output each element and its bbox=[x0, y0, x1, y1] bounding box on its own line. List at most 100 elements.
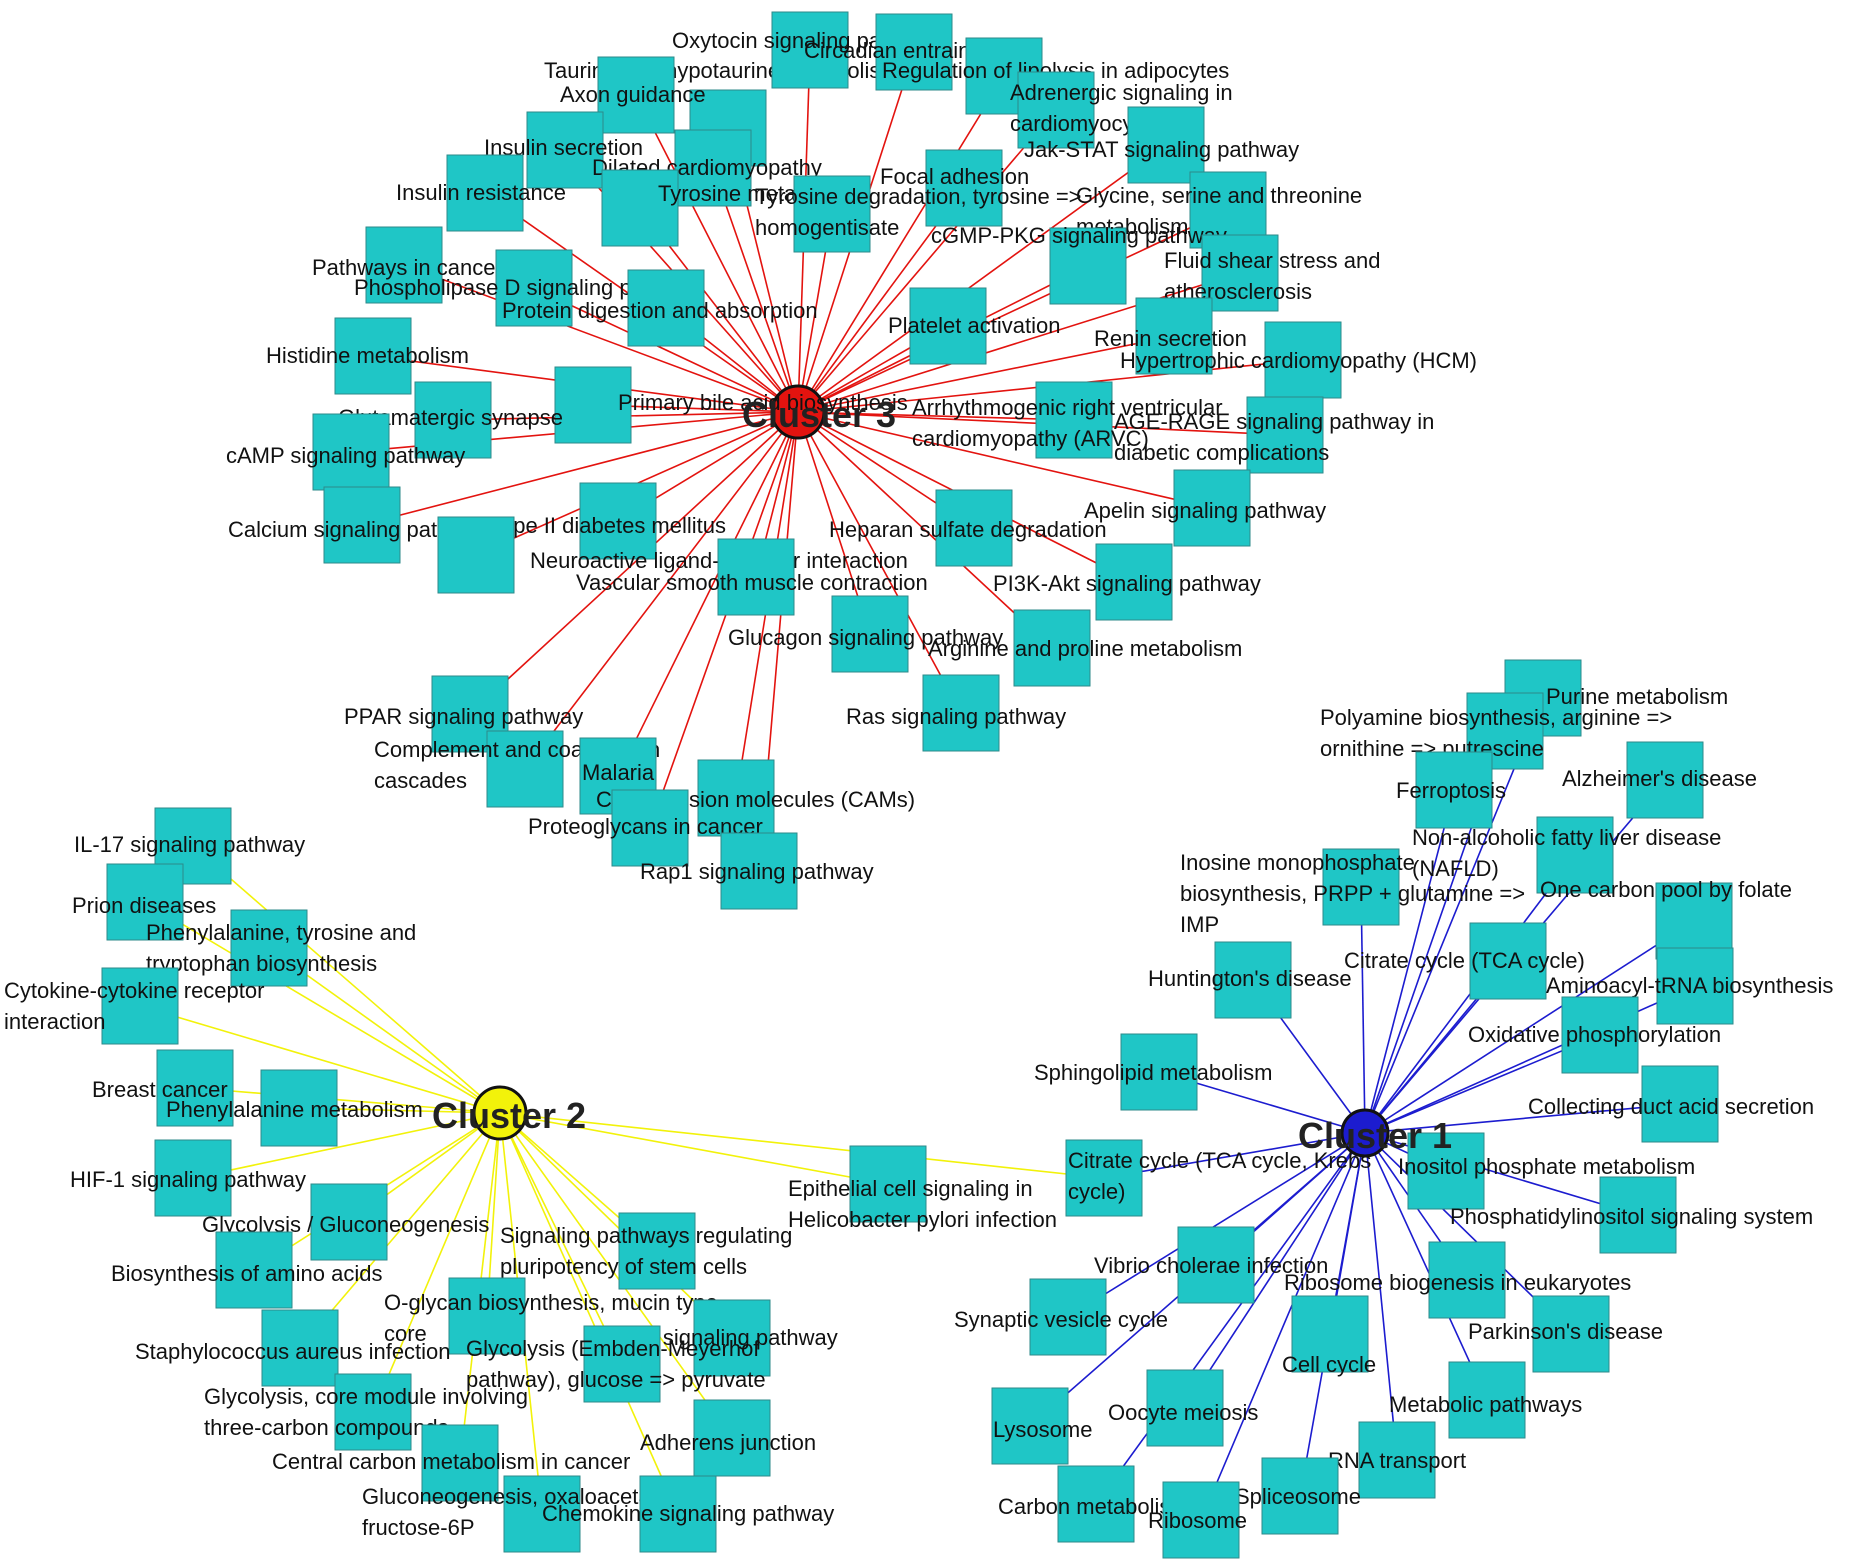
pathway-node[interactable]: Staphylococcus aureus infection bbox=[135, 1309, 451, 1387]
node-box bbox=[1641, 1065, 1719, 1143]
pathway-node[interactable]: Ferroptosis bbox=[1396, 751, 1506, 829]
node-label-line: Parkinson's disease bbox=[1468, 1319, 1663, 1344]
pathway-node[interactable]: Chemokine signaling pathway bbox=[542, 1475, 834, 1553]
pathway-node[interactable]: PPAR signaling pathway bbox=[344, 675, 583, 753]
pathway-node[interactable]: Type II diabetes mellitus bbox=[490, 482, 726, 560]
node-box bbox=[1135, 297, 1213, 375]
pathway-node[interactable]: Aminoacyl-tRNA biosynthesis bbox=[1546, 947, 1833, 1025]
pathway-node[interactable]: Metabolic pathways bbox=[1389, 1361, 1582, 1439]
pathway-node[interactable]: HIF-1 signaling pathway bbox=[70, 1139, 306, 1217]
edge-c1 bbox=[1364, 1132, 1488, 1401]
node-label-line: Spliceosome bbox=[1235, 1484, 1361, 1509]
pathway-node[interactable]: cGMP-PKG signaling pathway bbox=[931, 223, 1227, 305]
pathway-node[interactable]: Polyamine biosynthesis, arginine =>ornit… bbox=[1320, 692, 1672, 770]
pathway-node[interactable]: Prion diseases bbox=[72, 863, 216, 941]
pathway-node[interactable]: cAMP signaling pathway bbox=[226, 413, 465, 491]
pathway-node[interactable]: Breast cancer bbox=[92, 1049, 234, 1127]
pathway-node[interactable]: Vibrio cholerae infection bbox=[1094, 1226, 1328, 1304]
pathway-node[interactable]: Arginine and proline metabolism bbox=[928, 609, 1242, 687]
pathway-node[interactable]: Rap1 signaling pathway bbox=[640, 832, 874, 910]
pathway-node[interactable]: Oxidative phosphorylation bbox=[1468, 996, 1721, 1074]
edge-c3 bbox=[361, 411, 799, 526]
pathway-node[interactable]: Histidine metabolism bbox=[266, 317, 469, 395]
pathway-node[interactable]: Citrate cycle (TCA cycle) bbox=[1344, 922, 1585, 1000]
pathway-node[interactable]: Sphingolipid metabolism bbox=[1034, 1033, 1272, 1111]
pathway-node[interactable]: Huntington's disease bbox=[1148, 941, 1352, 1019]
pathway-node[interactable]: Jak-STAT signaling pathway bbox=[1024, 106, 1299, 184]
pathway-node[interactable]: Inositol phosphate metabolism bbox=[1398, 1132, 1695, 1210]
node-label: Hypertrophic cardiomyopathy (HCM) bbox=[1120, 348, 1477, 373]
pathway-node[interactable]: Spliceosome bbox=[1235, 1457, 1361, 1535]
edge-c2 bbox=[192, 845, 501, 1114]
pathway-node[interactable]: Phosphatidylinositol signaling system bbox=[1450, 1176, 1813, 1254]
pathway-node[interactable]: Ribosome biogenesis in eukaryotes bbox=[1284, 1241, 1631, 1319]
pathway-node[interactable]: Alzheimer's disease bbox=[1562, 741, 1757, 819]
pathway-node[interactable]: Platelet activation bbox=[888, 287, 1060, 365]
pathway-node[interactable]: PI3K-Akt signaling pathway bbox=[993, 543, 1261, 621]
pathway-node[interactable]: RNA transport bbox=[1328, 1421, 1466, 1499]
pathway-node[interactable]: Ribosome bbox=[1148, 1481, 1247, 1559]
node-label: Huntington's disease bbox=[1148, 966, 1352, 991]
pathway-node[interactable]: Vascular smooth muscle contraction bbox=[576, 538, 928, 616]
cluster-hub-c2[interactable] bbox=[472, 1085, 528, 1141]
node-label-line: interaction bbox=[4, 1009, 106, 1034]
node-box bbox=[261, 1309, 339, 1387]
node-box bbox=[1246, 396, 1324, 474]
pathway-node[interactable]: Renin secretion bbox=[1094, 297, 1247, 375]
edge-c2 bbox=[194, 1087, 501, 1114]
pathway-node[interactable]: Heparan sulfate degradation bbox=[829, 489, 1107, 567]
cluster-label: Cluster 2 bbox=[432, 1095, 586, 1136]
node-label: Phenylalanine metabolism bbox=[166, 1097, 423, 1122]
node-label: Biosynthesis of amino acids bbox=[111, 1261, 382, 1286]
node-label: IL-17 signaling pathway bbox=[74, 832, 305, 857]
pathway-node[interactable]: Pathways in cancer bbox=[312, 226, 503, 304]
pathway-node[interactable]: Gluconeogenesis, oxaloacetate =>fructose… bbox=[362, 1475, 701, 1553]
pathway-node[interactable]: Axon guidance bbox=[560, 56, 706, 134]
node-box bbox=[437, 516, 515, 594]
cluster-hub-c1[interactable] bbox=[1340, 1108, 1390, 1158]
node-box bbox=[215, 1231, 293, 1309]
pathway-node[interactable]: Ras signaling pathway bbox=[846, 674, 1066, 752]
pathway-node[interactable]: Tyrosine degradation, tyrosine =>homogen… bbox=[755, 175, 1082, 253]
node-label-line: Focal adhesion bbox=[880, 164, 1029, 189]
pathway-node[interactable]: Adherens junction bbox=[640, 1399, 816, 1477]
pathway-node[interactable]: Insulin resistance bbox=[396, 154, 566, 232]
pathway-node[interactable]: Parkinson's disease bbox=[1468, 1295, 1663, 1373]
pathway-node[interactable]: Hypertrophic cardiomyopathy (HCM) bbox=[1120, 321, 1477, 399]
pathway-node[interactable]: Cell cycle bbox=[1282, 1295, 1376, 1377]
pathway-node[interactable]: Phenylalanine metabolism bbox=[166, 1069, 423, 1147]
pathway-node[interactable]: Lysosome bbox=[991, 1387, 1092, 1465]
pathway-node[interactable]: Biosynthesis of amino acids bbox=[111, 1231, 382, 1309]
pathway-node[interactable]: Synaptic vesicle cycle bbox=[954, 1278, 1168, 1356]
edge-c3 bbox=[797, 411, 1213, 509]
pathway-node[interactable]: Protein digestion and absorption bbox=[502, 269, 818, 347]
node-label-line: Chemokine signaling pathway bbox=[542, 1501, 834, 1526]
pathway-node[interactable]: Collecting duct acid secretion bbox=[1528, 1065, 1814, 1143]
pathway-node[interactable]: IL-17 signaling pathway bbox=[74, 807, 305, 885]
edge-c2 bbox=[499, 1112, 889, 1185]
cluster-hub-c3[interactable] bbox=[770, 384, 826, 440]
pathway-node[interactable]: Central carbon metabolism in cancer bbox=[272, 1424, 630, 1502]
pathway-node[interactable]: Carbon metabolism bbox=[998, 1465, 1189, 1543]
pathway-node[interactable]: Oocyte meiosis bbox=[1108, 1369, 1258, 1447]
pathway-node[interactable]: Focal adhesion bbox=[880, 149, 1029, 227]
pathway-node[interactable]: Non-alcoholic fatty liver disease(NAFLD) bbox=[1412, 816, 1721, 894]
pathway-node[interactable]: Primary bile acid biosynthesis bbox=[554, 366, 908, 444]
pathway-node[interactable]: Apelin signaling pathway bbox=[1084, 469, 1326, 547]
pathway-node[interactable]: Glucagon signaling pathway bbox=[728, 595, 1003, 673]
pathway-node[interactable]: One carbon pool by folate bbox=[1540, 877, 1792, 960]
node-box bbox=[1599, 1176, 1677, 1254]
